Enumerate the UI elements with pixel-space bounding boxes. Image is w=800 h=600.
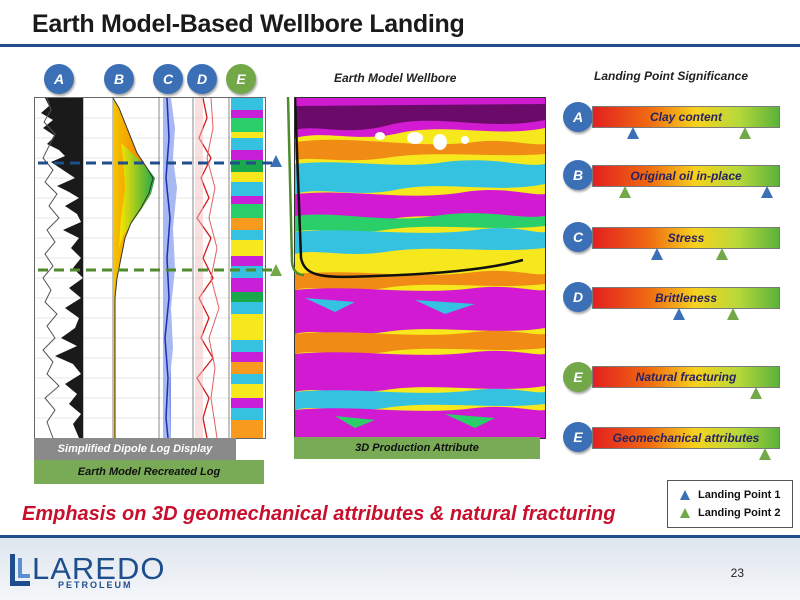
landing-point-1-triangle xyxy=(760,186,773,198)
sig-badge: A xyxy=(563,102,593,132)
footer-band xyxy=(0,538,800,600)
legend-label-lp1: Landing Point 1 xyxy=(698,489,781,501)
sig-bar-natural-fracturing: Natural fracturing xyxy=(592,366,780,388)
track-badge-b: B xyxy=(104,64,134,94)
sig-bar-brittleness: Brittleness xyxy=(592,287,780,309)
laredo-logo-mark xyxy=(10,554,30,586)
significance-title: Landing Point Significance xyxy=(594,69,749,83)
page-title: Earth Model-Based Wellbore Landing xyxy=(32,10,465,38)
landing-point-2-triangle xyxy=(716,248,729,260)
triangle-icon xyxy=(680,490,690,500)
sig-bar-stress: Stress xyxy=(592,227,780,249)
page-number: 23 xyxy=(730,566,744,580)
landing-point-1-triangle xyxy=(651,248,664,260)
landing-point-1-triangle xyxy=(673,308,686,320)
seismic-title: Earth Model Wellbore xyxy=(334,71,457,85)
landing-point-2-triangle xyxy=(738,127,751,139)
landing-point-2-marker xyxy=(270,264,282,276)
landing-point-1-triangle xyxy=(626,127,639,139)
dipole-log-display xyxy=(34,97,266,439)
track-badge-d: D xyxy=(187,64,217,94)
earth-model-seismic xyxy=(294,97,546,439)
title-divider xyxy=(0,44,800,47)
legend-row-lp1: Landing Point 1 xyxy=(668,486,792,504)
sig-bar-original-oil: Original oil in-place xyxy=(592,165,780,187)
landing-point-2-triangle xyxy=(758,448,771,460)
sig-badge: E xyxy=(563,422,593,452)
legend: Landing Point 1 Landing Point 2 xyxy=(667,480,793,528)
dipole-log-caption: Simplified Dipole Log Display xyxy=(34,438,236,460)
track-badge-e: E xyxy=(226,64,256,94)
earth-model-log-caption: Earth Model Recreated Log xyxy=(34,460,264,484)
track-badge-a: A xyxy=(44,64,74,94)
sig-badge: B xyxy=(563,160,593,190)
landing-point-2-triangle xyxy=(749,387,762,399)
landing-point-2-triangle xyxy=(619,186,632,198)
emphasis-statement: Emphasis on 3D geomechanical attributes … xyxy=(22,503,616,525)
wellbore-guide xyxy=(286,97,304,277)
legend-row-lp2: Landing Point 2 xyxy=(668,504,792,522)
landing-lines xyxy=(38,161,274,272)
footer-divider xyxy=(0,535,800,538)
legend-label-lp2: Landing Point 2 xyxy=(698,507,781,519)
sig-badge: C xyxy=(563,222,593,252)
logo-subtitle: PETROLEUM xyxy=(58,580,133,590)
landing-point-1-marker xyxy=(270,155,282,167)
triangle-icon xyxy=(680,508,690,518)
logo-wordmark: LAREDO xyxy=(32,551,166,586)
landing-point-2-triangle xyxy=(727,308,740,320)
track-badge-c: C xyxy=(153,64,183,94)
sig-badge: D xyxy=(563,282,593,312)
seismic-caption: 3D Production Attribute xyxy=(294,437,540,459)
sig-badge: E xyxy=(563,362,593,392)
sig-bar-geomechanical: Geomechanical attributes xyxy=(592,427,780,449)
sig-bar-clay-content: Clay content xyxy=(592,106,780,128)
